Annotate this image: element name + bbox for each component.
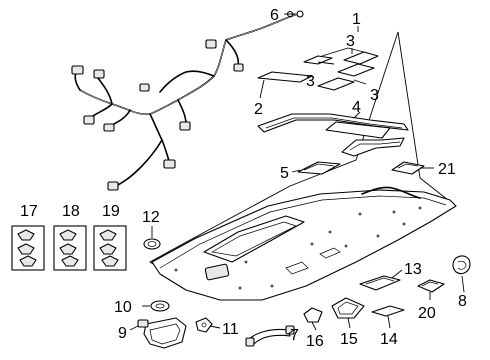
clip-part-11 xyxy=(195,317,213,333)
rail-bracket xyxy=(257,113,409,157)
callout-18: 18 xyxy=(62,203,80,220)
sunvisor-part xyxy=(137,317,187,349)
callout-15: 15 xyxy=(340,331,358,348)
callout-11: 11 xyxy=(222,321,239,338)
grommet-part xyxy=(143,238,161,250)
clip-kit-18 xyxy=(53,225,87,271)
lens-part-14 xyxy=(371,305,405,317)
callout-4: 4 xyxy=(352,99,361,116)
headliner-outline xyxy=(149,31,457,301)
callout-14: 14 xyxy=(380,331,398,348)
hook-part-8 xyxy=(452,255,471,275)
callout-16: 16 xyxy=(306,333,324,350)
callout-20: 20 xyxy=(418,305,436,322)
pad-parts xyxy=(303,51,379,91)
callout-21: 21 xyxy=(438,161,456,178)
callout-6: 6 xyxy=(270,7,279,24)
lamp-part-15 xyxy=(331,297,365,319)
clip-part-16 xyxy=(303,307,323,323)
lens-part-20 xyxy=(417,279,445,293)
strip-part xyxy=(257,71,313,83)
lamp-part-13 xyxy=(359,275,401,291)
callout-3b: 3 xyxy=(306,73,315,90)
callout-9: 9 xyxy=(118,325,127,342)
callout-17: 17 xyxy=(20,203,38,220)
callout-8: 8 xyxy=(458,293,467,310)
callout-5: 5 xyxy=(280,165,289,182)
callout-13: 13 xyxy=(404,261,422,278)
grab-handle-part xyxy=(245,325,295,347)
callout-10: 10 xyxy=(114,299,132,316)
bracket-part-21 xyxy=(391,161,425,175)
callout-19: 19 xyxy=(102,203,120,220)
callout-7: 7 xyxy=(290,327,299,344)
clip-kit-19 xyxy=(93,225,127,271)
wiring-harness xyxy=(71,10,304,191)
callout-2: 2 xyxy=(254,101,263,118)
leader-lines xyxy=(129,13,465,335)
bracket-part-5 xyxy=(297,161,341,175)
callout-3a: 3 xyxy=(346,33,355,50)
callout-labels: 1 2 3 3 3 4 5 6 7 8 9 10 11 12 13 14 15 … xyxy=(20,7,467,350)
callout-3c: 3 xyxy=(370,87,379,104)
clip-part-10 xyxy=(150,300,170,312)
callout-1: 1 xyxy=(352,11,361,28)
callout-12: 12 xyxy=(142,209,160,226)
clip-kit-17 xyxy=(11,225,45,271)
